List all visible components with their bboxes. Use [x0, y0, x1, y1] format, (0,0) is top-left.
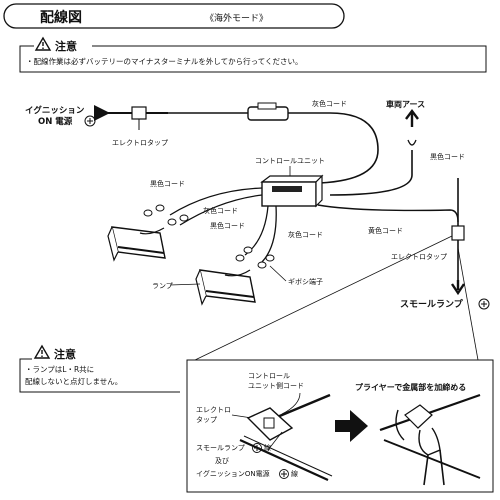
warning-triangle-icon [33, 344, 51, 359]
step-arrow-icon [335, 410, 368, 442]
yellow-cord-label: 黄色コード [368, 226, 403, 235]
detail-and: 及び [215, 457, 229, 465]
lamp-label: ランプ [152, 282, 173, 290]
detail-wire-suffix-2: 線 [291, 469, 298, 478]
electro-tap-right-label: エレクトロタップ [391, 252, 447, 261]
diagram-title: 配線図 [40, 9, 82, 26]
detail-ignition-wire: イグニッションON電源 [196, 469, 270, 478]
plier-note: プライヤーで金属部を加締める [355, 382, 466, 392]
ground-arrow-icon [405, 109, 419, 127]
body-ground-label: 車両アース [386, 99, 425, 109]
caution-top-text: ・配線作業は必ずバッテリーのマイナスターミナルを外してから行ってください。 [26, 56, 303, 66]
gibosi-terminal-label: ギボシ端子 [288, 277, 323, 286]
gray-cord-top-label: 灰色コード [312, 99, 347, 108]
gray-cord-mid-label: 灰色コード [203, 206, 238, 215]
lamp-right [195, 269, 256, 306]
lamp-left [107, 226, 166, 262]
black-cord-left [169, 187, 263, 216]
small-lamp-arrow-icon [451, 280, 465, 296]
ground-terminal [407, 139, 417, 146]
plus-circle-icon [84, 115, 96, 127]
control-unit-label: コントロールユニット [255, 157, 325, 165]
detail-tap-line1: エレクトロ [196, 406, 231, 414]
plus-circle-icon [279, 469, 289, 479]
ignition-label-line1: イグニッション [25, 105, 85, 116]
black-cord-mid-label: 黒色コード [210, 221, 245, 230]
mode-subtitle: 《海外モード》 [205, 12, 268, 24]
gray-cord-top [288, 112, 379, 184]
caution-top-heading: 注意 [55, 39, 77, 53]
detail-small-lamp-wire: スモールランプ [196, 444, 245, 452]
electro-tap-right [451, 225, 465, 241]
caution-top-frame [19, 45, 487, 73]
control-unit [260, 174, 324, 208]
caution-bottom-heading: 注意 [54, 347, 76, 361]
yellow-cord [317, 204, 459, 223]
electro-tap-left-label: エレクトロタップ [112, 138, 168, 147]
pliers-illustration [379, 393, 481, 486]
black-cord-ground [329, 150, 413, 196]
detail-cord-line2: ユニット側コード [248, 381, 304, 390]
tap-illustration [239, 393, 336, 482]
detail-tap-line2: タップ [196, 415, 217, 424]
ignition-label-line2: ON 電源 [38, 116, 73, 127]
connector-pair [143, 204, 275, 269]
small-lamp-label: スモールランプ [400, 298, 464, 310]
plus-circle-icon [478, 298, 490, 310]
black-cord-left-label: 黒色コード [150, 179, 185, 188]
caution-bottom-line2: 配線しないと点灯しません。 [25, 376, 122, 386]
plus-circle-icon [252, 443, 262, 453]
warning-triangle-icon [34, 36, 52, 51]
detail-cord-line1: コントロール [248, 372, 290, 380]
black-cord-right-label: 黒色コード [430, 152, 465, 161]
header-frame [3, 3, 345, 29]
gray-cord-lower-label: 灰色コード [288, 230, 323, 239]
caution-bottom-line1: ・ランプはL・R共に [25, 365, 94, 374]
gray-cord-left [179, 194, 263, 226]
electro-tap-left [131, 106, 147, 120]
gray-cord-mid [261, 205, 277, 263]
detail-wire-suffix-1: 線 [264, 443, 271, 452]
